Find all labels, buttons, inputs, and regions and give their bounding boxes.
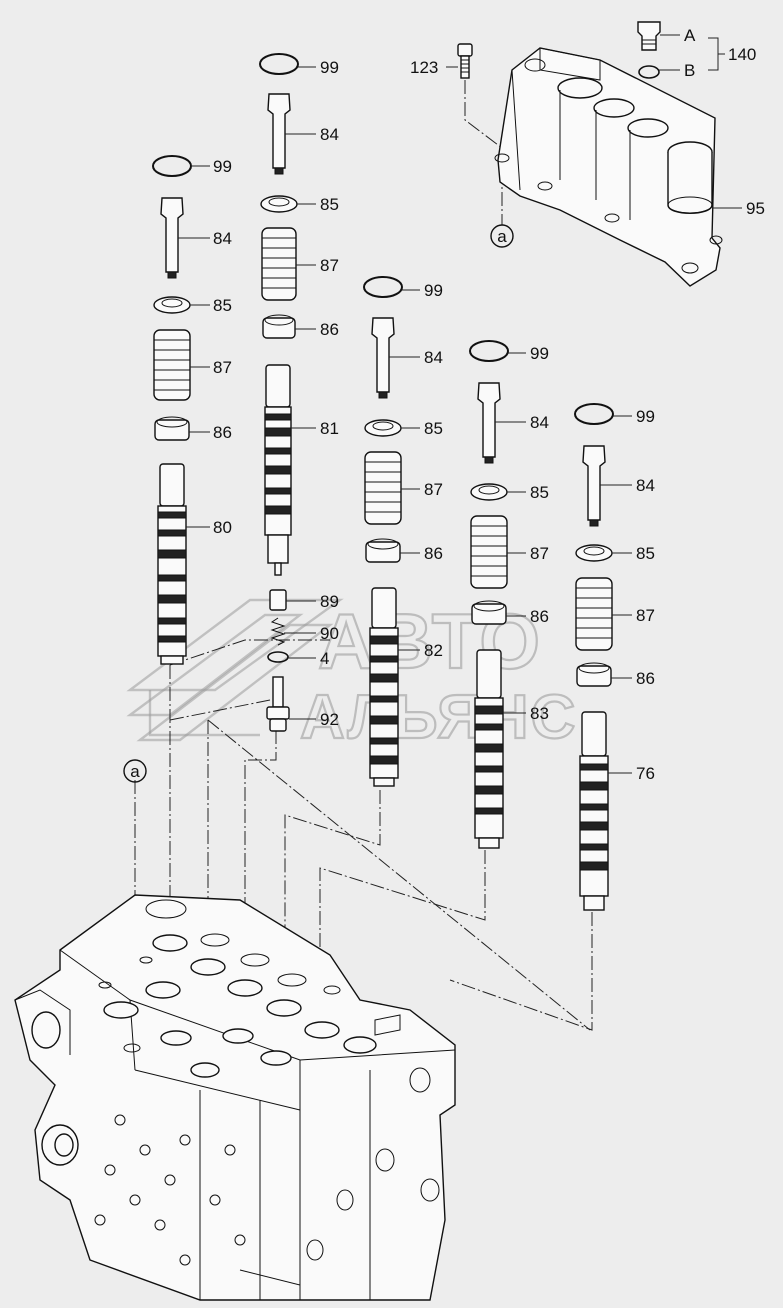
seat-86 bbox=[154, 416, 190, 441]
seat-85 bbox=[575, 544, 613, 562]
callout-87: 87 bbox=[320, 256, 339, 275]
callout-86: 86 bbox=[320, 320, 339, 339]
callout-86: 86 bbox=[530, 607, 549, 626]
plug-92 bbox=[266, 676, 290, 732]
column-3-parts bbox=[363, 276, 403, 787]
o-ring-99 bbox=[363, 276, 403, 298]
plug-84 bbox=[267, 93, 291, 175]
centre-lines bbox=[134, 80, 593, 1031]
plug-84 bbox=[477, 382, 501, 464]
seat-85 bbox=[153, 296, 191, 314]
callout-140: 140 bbox=[728, 45, 756, 64]
o-ring-99 bbox=[259, 53, 299, 75]
callout-85: 85 bbox=[320, 195, 339, 214]
plug-84 bbox=[371, 317, 395, 399]
callout-76: 76 bbox=[636, 764, 655, 783]
o-ring-b bbox=[638, 65, 660, 79]
callout-85: 85 bbox=[530, 483, 549, 502]
seat-85 bbox=[470, 483, 508, 501]
callout-99: 99 bbox=[213, 157, 232, 176]
seat-86 bbox=[576, 662, 612, 687]
callout-99: 99 bbox=[320, 58, 339, 77]
callout-86: 86 bbox=[636, 669, 655, 688]
callout-84: 84 bbox=[530, 413, 549, 432]
spool-83 bbox=[474, 649, 504, 849]
spring-87 bbox=[153, 329, 191, 401]
callout-84: 84 bbox=[424, 348, 443, 367]
o-ring-99 bbox=[574, 403, 614, 425]
seat-86 bbox=[365, 538, 401, 563]
o-ring-4 bbox=[267, 651, 289, 663]
cover-95 bbox=[494, 47, 723, 287]
column-1-parts bbox=[152, 155, 192, 665]
callout-99: 99 bbox=[636, 407, 655, 426]
seat-86 bbox=[471, 600, 507, 625]
seat-86 bbox=[262, 314, 296, 339]
plug-84 bbox=[160, 197, 184, 279]
column-2-parts bbox=[259, 53, 299, 732]
callout-84: 84 bbox=[213, 229, 232, 248]
callout-86: 86 bbox=[424, 544, 443, 563]
callout-92: 92 bbox=[320, 710, 339, 729]
callout-95: 95 bbox=[746, 199, 765, 218]
svg-text:a: a bbox=[497, 227, 507, 246]
plug-84 bbox=[582, 445, 606, 527]
callout-81: 81 bbox=[320, 419, 339, 438]
callout-85: 85 bbox=[213, 296, 232, 315]
o-ring-99 bbox=[152, 155, 192, 177]
callout-b: B bbox=[684, 61, 695, 80]
spool-81 bbox=[264, 364, 292, 576]
spring-87 bbox=[470, 515, 508, 589]
callout-84: 84 bbox=[636, 476, 655, 495]
spring-90 bbox=[270, 617, 286, 646]
seat-85 bbox=[364, 419, 402, 437]
callout-99: 99 bbox=[424, 281, 443, 300]
plug-a bbox=[637, 21, 661, 51]
screw-123 bbox=[457, 43, 473, 79]
seat-85 bbox=[260, 195, 298, 213]
callout-80: 80 bbox=[213, 518, 232, 537]
callout-86: 86 bbox=[213, 423, 232, 442]
spring-87 bbox=[575, 577, 613, 651]
o-ring-99 bbox=[469, 340, 509, 362]
callout-87: 87 bbox=[636, 606, 655, 625]
column-4-parts bbox=[469, 340, 509, 849]
callout-83: 83 bbox=[530, 704, 549, 723]
reference-a-left: a bbox=[123, 759, 147, 783]
callout-87: 87 bbox=[213, 358, 232, 377]
watermark-line2: АЛЬЯНС bbox=[300, 683, 577, 752]
spring-87 bbox=[261, 227, 297, 301]
watermark-logo: АВТО АЛЬЯНС bbox=[126, 596, 577, 753]
piston-89 bbox=[269, 589, 287, 611]
callout-a: A bbox=[684, 26, 696, 45]
callout-84: 84 bbox=[320, 125, 339, 144]
callout-4: 4 bbox=[320, 649, 329, 668]
callout-labels: 99 84 85 87 86 80 99 84 85 87 86 81 89 9… bbox=[213, 26, 765, 783]
callout-123: 123 bbox=[410, 58, 438, 77]
spool-82 bbox=[369, 587, 399, 787]
callout-99: 99 bbox=[530, 344, 549, 363]
svg-text:a: a bbox=[130, 762, 140, 781]
callout-85: 85 bbox=[636, 544, 655, 563]
callout-82: 82 bbox=[424, 641, 443, 660]
callout-90: 90 bbox=[320, 624, 339, 643]
spring-87 bbox=[364, 451, 402, 525]
callout-87: 87 bbox=[424, 480, 443, 499]
column-5-parts bbox=[574, 403, 614, 911]
spool-76 bbox=[579, 711, 609, 911]
reference-a-top: a bbox=[490, 224, 514, 248]
callout-87: 87 bbox=[530, 544, 549, 563]
callout-89: 89 bbox=[320, 592, 339, 611]
valve-housing bbox=[14, 894, 456, 1301]
spool-80 bbox=[157, 463, 187, 665]
leader-lines bbox=[178, 34, 742, 774]
callout-85: 85 bbox=[424, 419, 443, 438]
